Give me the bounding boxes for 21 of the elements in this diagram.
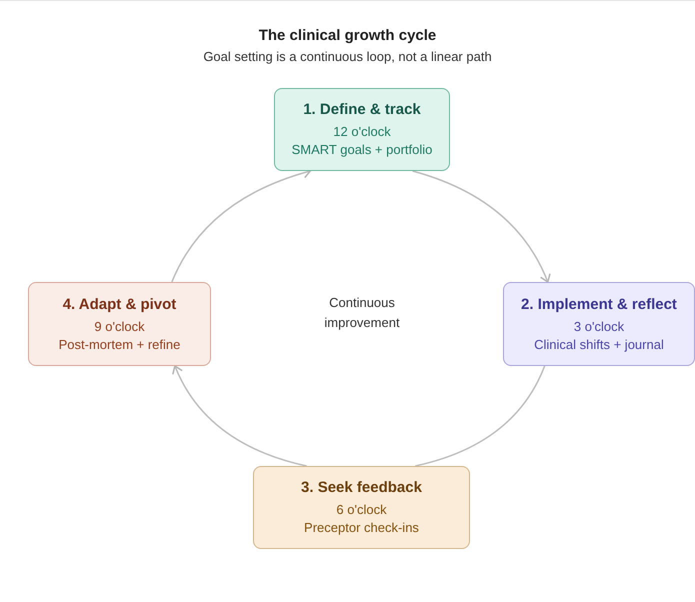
stage-time: 3 o'clock xyxy=(574,318,624,336)
cycle-arrow xyxy=(412,170,550,283)
diagram-subtitle: Goal setting is a continuous loop, not a linear path xyxy=(202,48,493,66)
stage-box xyxy=(503,282,695,366)
stage-title: 4. Adapt & pivot xyxy=(62,294,176,314)
cycle-arrow xyxy=(172,365,307,467)
stage-title: 2. Implement & reflect xyxy=(521,294,677,314)
stage-time: 9 o'clock xyxy=(94,318,145,336)
stage-time: 12 o'clock xyxy=(333,123,391,141)
stage-time: 6 o'clock xyxy=(336,501,387,519)
stage-box xyxy=(253,466,470,549)
stage-box xyxy=(28,282,211,366)
center-label: Continuous improvement xyxy=(323,294,401,332)
diagram-title: The clinical growth cycle xyxy=(258,26,438,46)
stage-box xyxy=(274,88,450,171)
stage-title: 3. Seek feedback xyxy=(301,478,422,498)
stage-detail: Post-mortem + refine xyxy=(58,336,180,354)
stage-detail: Clinical shifts + journal xyxy=(534,336,664,354)
stage-title: 1. Define & track xyxy=(303,100,421,120)
stage-detail: SMART goals + portfolio xyxy=(292,141,432,159)
stage-detail: Preceptor check-ins xyxy=(304,519,419,537)
